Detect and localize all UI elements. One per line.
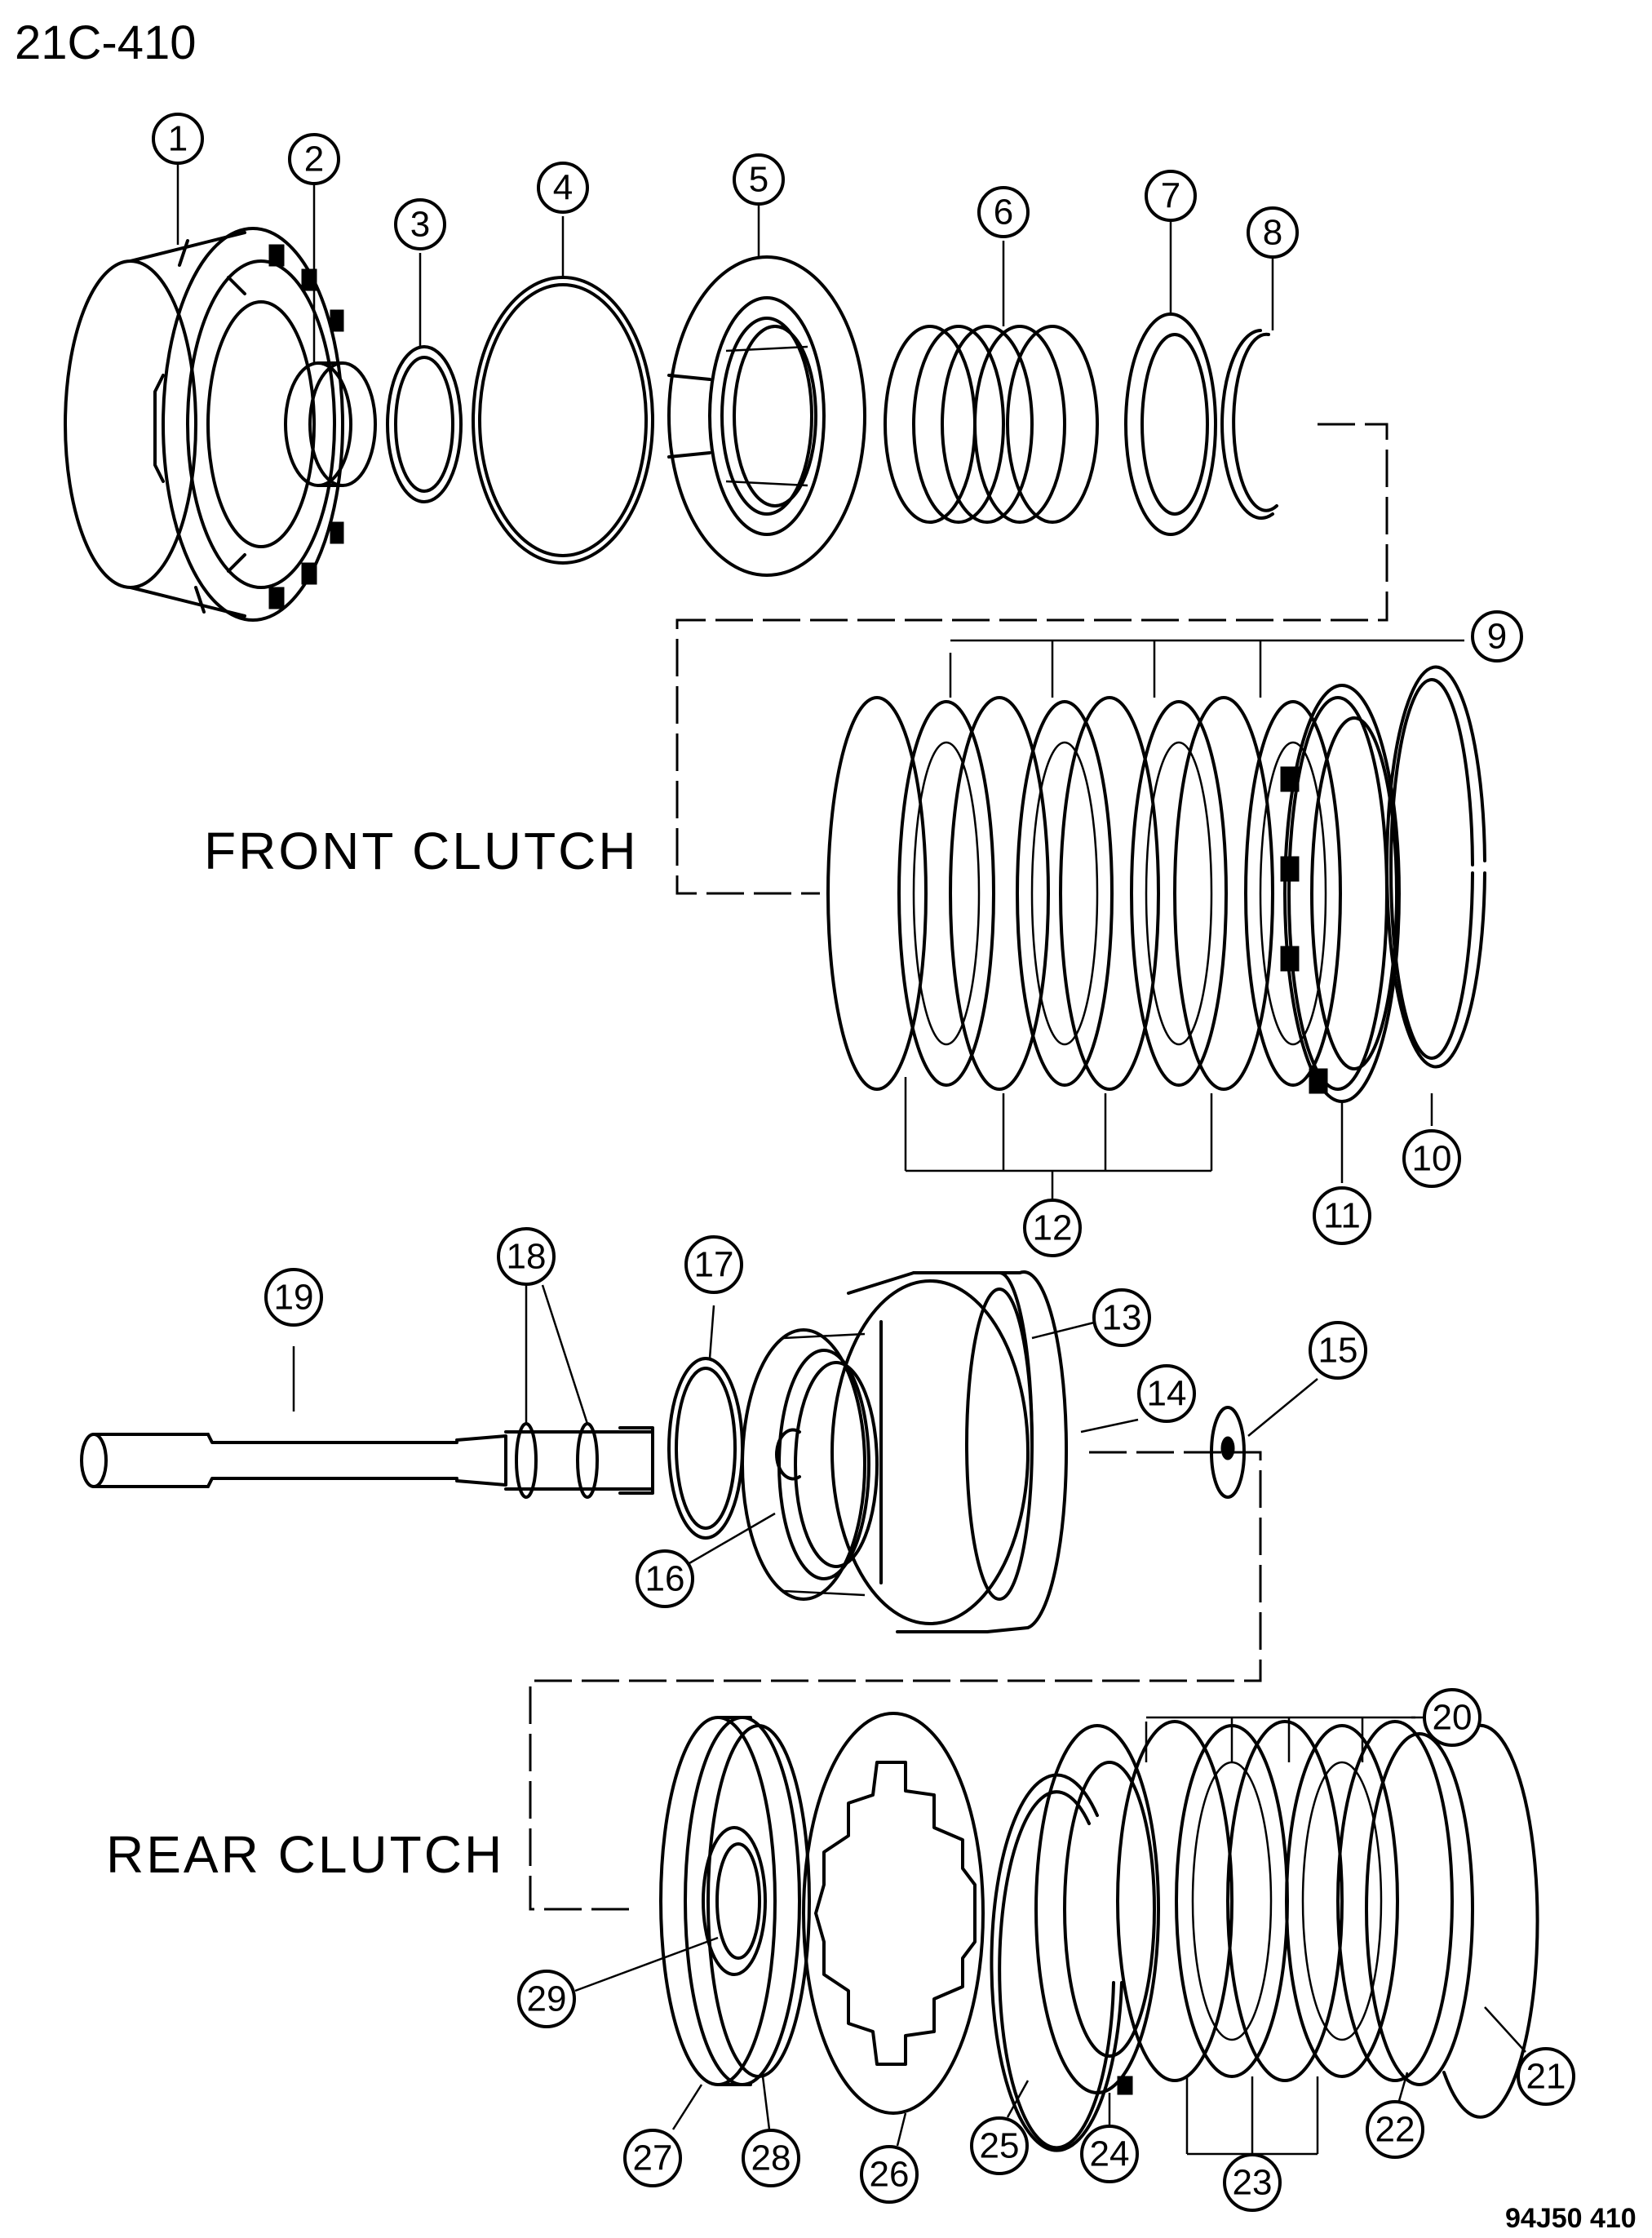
part-10-snap-ring xyxy=(1385,665,1486,1069)
callout-26: 26 xyxy=(860,2145,919,2204)
part-26-belleville-spring xyxy=(802,1712,985,2115)
svg-text:4: 4 xyxy=(553,168,573,208)
svg-text:3: 3 xyxy=(410,205,430,245)
svg-text:26: 26 xyxy=(870,2155,910,2195)
svg-text:10: 10 xyxy=(1412,1139,1452,1179)
rear-clutch-label: REAR CLUTCH xyxy=(106,1825,504,1884)
callout-6: 6 xyxy=(977,186,1030,238)
callout-7: 7 xyxy=(1145,170,1197,222)
part-17-seal-ring xyxy=(667,1357,744,1540)
callout-8: 8 xyxy=(1247,206,1299,259)
part-3-seal-ring xyxy=(386,345,463,503)
svg-text:5: 5 xyxy=(749,160,768,200)
callout-19: 19 xyxy=(264,1268,323,1327)
callout-11: 11 xyxy=(1313,1186,1371,1245)
front-clutch-hub-bushing xyxy=(284,361,377,487)
callout-13: 13 xyxy=(1092,1288,1151,1347)
part-7-spring-retainer xyxy=(1124,312,1217,536)
callout-9: 9 xyxy=(1471,610,1523,663)
callout-5: 5 xyxy=(733,153,785,206)
callout-4: 4 xyxy=(537,162,589,214)
svg-text:15: 15 xyxy=(1318,1331,1358,1371)
part-6-springs xyxy=(884,325,1099,524)
front-clutch-retainer xyxy=(64,227,344,622)
part-27-piston xyxy=(659,1716,801,2086)
callout-12: 12 xyxy=(1023,1199,1082,1257)
callout-20: 20 xyxy=(1423,1688,1481,1747)
callout-20-bracket xyxy=(1145,1716,1415,1762)
part-19-input-shaft xyxy=(80,1422,654,1499)
svg-text:27: 27 xyxy=(633,2138,673,2178)
callout-21: 21 xyxy=(1517,2047,1575,2106)
svg-text:23: 23 xyxy=(1233,2163,1273,2203)
svg-text:13: 13 xyxy=(1102,1298,1142,1338)
callout-14: 14 xyxy=(1137,1364,1196,1423)
callout-27: 27 xyxy=(623,2129,682,2187)
callout-28: 28 xyxy=(742,2129,800,2187)
svg-text:12: 12 xyxy=(1033,1208,1073,1248)
callout-17: 17 xyxy=(684,1235,743,1294)
callout-16: 16 xyxy=(636,1549,694,1608)
svg-text:6: 6 xyxy=(994,193,1013,233)
part-14-snap-ring xyxy=(775,1428,801,1481)
part-13-rear-clutch-retainer xyxy=(830,1270,1069,1633)
callout-leaders xyxy=(176,163,1526,2147)
callout-12-bracket xyxy=(904,1077,1213,1203)
svg-text:22: 22 xyxy=(1375,2110,1415,2150)
svg-text:25: 25 xyxy=(980,2126,1020,2166)
svg-text:9: 9 xyxy=(1487,617,1507,657)
part-4-o-ring xyxy=(472,276,654,565)
part-5-piston xyxy=(667,255,866,577)
part-22-reaction-plate xyxy=(1365,1732,1474,2086)
svg-text:8: 8 xyxy=(1263,213,1282,253)
front-clutch-plate-pack xyxy=(826,696,1388,1091)
part-25-snap-ring xyxy=(990,1773,1123,2152)
front-clutch-label: FRONT CLUTCH xyxy=(204,822,639,880)
svg-text:11: 11 xyxy=(1323,1196,1361,1236)
svg-text:21: 21 xyxy=(1526,2057,1566,2097)
callout-22: 22 xyxy=(1366,2100,1424,2159)
part-16-spline-gear xyxy=(741,1328,879,1601)
svg-text:18: 18 xyxy=(507,1237,547,1277)
svg-text:2: 2 xyxy=(304,140,324,179)
part-28-piston-seal xyxy=(706,1724,811,2078)
svg-text:1: 1 xyxy=(168,119,188,159)
svg-text:19: 19 xyxy=(274,1278,314,1318)
callout-9-bracket xyxy=(949,639,1460,698)
callout-25: 25 xyxy=(970,2116,1029,2175)
figure-id: 94J50 410 xyxy=(1505,2203,1636,2234)
callout-1: 1 xyxy=(152,113,204,165)
callout-29: 29 xyxy=(517,1970,576,2028)
rear-clutch-leader-line xyxy=(529,1451,1262,1911)
svg-text:17: 17 xyxy=(694,1245,734,1285)
svg-text:28: 28 xyxy=(751,2138,791,2178)
callout-18: 18 xyxy=(497,1227,556,1286)
callout-24: 24 xyxy=(1080,2125,1139,2183)
svg-text:14: 14 xyxy=(1147,1374,1187,1414)
svg-text:24: 24 xyxy=(1090,2134,1130,2174)
part-8-snap-ring xyxy=(1220,329,1278,520)
callout-23: 23 xyxy=(1223,2153,1282,2212)
svg-text:29: 29 xyxy=(527,1979,567,2019)
part-21-snap-ring xyxy=(1442,1723,1539,2119)
rear-clutch-plate-pack xyxy=(1116,1720,1454,2082)
callout-3: 3 xyxy=(394,198,446,250)
svg-text:20: 20 xyxy=(1433,1698,1473,1738)
front-clutch-leader-line xyxy=(675,423,1388,895)
callout-2: 2 xyxy=(288,133,340,185)
callout-10: 10 xyxy=(1402,1129,1461,1188)
callout-15: 15 xyxy=(1309,1321,1367,1380)
part-24-pressure-plate xyxy=(1034,1724,1160,2095)
svg-text:16: 16 xyxy=(645,1559,685,1599)
callout-23-bracket xyxy=(1185,2076,1319,2156)
svg-text:7: 7 xyxy=(1161,176,1180,216)
figure-code: 21C-410 xyxy=(15,16,196,69)
